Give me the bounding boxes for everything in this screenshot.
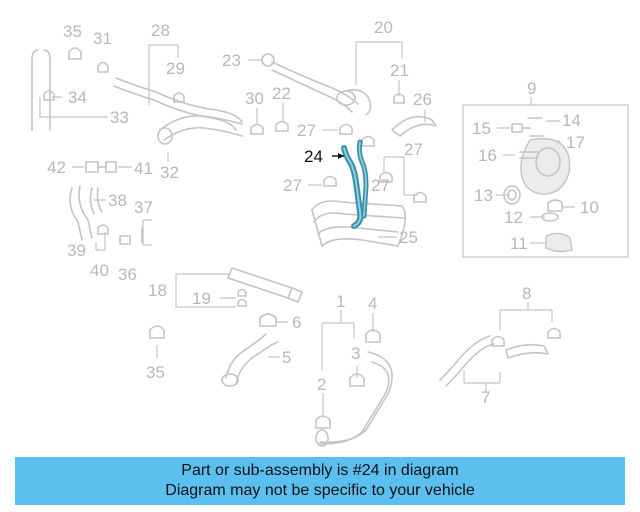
callout-29: 29 <box>166 59 185 78</box>
callout-10: 10 <box>580 198 599 217</box>
banner-line-part: Part or sub-assembly is #24 in diagram <box>181 462 459 479</box>
callout-24: 24 <box>304 147 323 166</box>
callout-11: 11 <box>510 234 528 253</box>
callout-41: 41 <box>134 159 153 178</box>
callout-27-top: 27 <box>297 121 316 140</box>
callout-32: 32 <box>160 163 179 182</box>
callout-4: 4 <box>368 294 377 313</box>
callout-15: 15 <box>472 119 491 138</box>
callout-27-right: 27 <box>371 176 390 195</box>
callout-16: 16 <box>478 146 497 165</box>
callout-7: 7 <box>481 388 490 407</box>
callout-6: 6 <box>292 313 301 332</box>
banner-line-disclaimer: Diagram may not be specific to your vehi… <box>165 482 475 499</box>
callout-34: 34 <box>68 88 87 107</box>
callout-21: 21 <box>390 61 409 80</box>
callout-23: 23 <box>222 51 241 70</box>
callout-40: 40 <box>90 261 109 280</box>
callout-28: 28 <box>151 21 170 40</box>
callout-20: 20 <box>374 18 393 37</box>
callout-8: 8 <box>522 284 531 303</box>
callout-19: 19 <box>192 289 211 308</box>
callout-30: 30 <box>245 89 264 108</box>
callout-26: 26 <box>413 90 432 109</box>
callout-33: 33 <box>110 108 129 127</box>
callout-2: 2 <box>317 375 326 394</box>
callout-17: 17 <box>566 133 585 152</box>
callout-12: 12 <box>504 208 523 227</box>
callout-22: 22 <box>272 84 291 103</box>
callout-42: 42 <box>47 158 66 177</box>
callout-38: 38 <box>108 191 127 210</box>
highlighted-part-24 <box>332 139 369 229</box>
callout-31: 31 <box>93 29 112 48</box>
callout-14: 14 <box>562 111 581 130</box>
callout-5: 5 <box>282 348 291 367</box>
callout-18: 18 <box>148 281 167 300</box>
callout-39: 39 <box>67 241 86 260</box>
callout-37: 37 <box>134 198 153 217</box>
callout-36: 36 <box>118 265 137 284</box>
callout-25: 25 <box>399 228 418 247</box>
callout-27-right-top: 27 <box>404 140 423 159</box>
leader-lines <box>39 41 629 418</box>
callout-9: 9 <box>527 79 536 98</box>
info-banner: Part or sub-assembly is #24 in diagram D… <box>15 457 625 505</box>
callout-27-left: 27 <box>283 176 302 195</box>
callout-35: 35 <box>63 22 82 41</box>
part-shapes <box>31 47 573 447</box>
callout-13: 13 <box>474 186 493 205</box>
callout-1: 1 <box>336 292 345 311</box>
callout-3: 3 <box>351 344 360 363</box>
callout-labels: 35 31 28 29 34 33 23 20 21 30 22 26 9 15… <box>47 18 599 407</box>
callout-35-bottom: 35 <box>146 363 165 382</box>
